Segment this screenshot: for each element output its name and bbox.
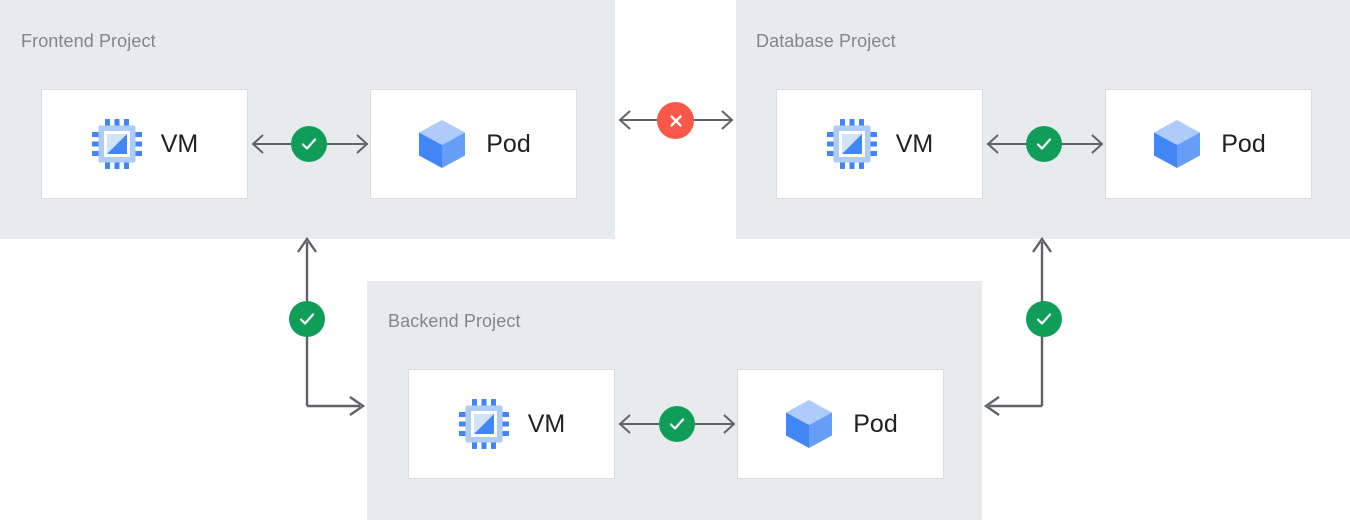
resource-card-frontend-vm[interactable]: VM bbox=[41, 89, 248, 199]
project-title-database: Database Project bbox=[756, 31, 896, 51]
resource-label-frontend-vm: VM bbox=[160, 129, 199, 158]
project-title-frontend: Frontend Project bbox=[21, 31, 156, 51]
status-badge-database-to-backend[interactable] bbox=[1026, 301, 1062, 337]
resource-label-database-vm: VM bbox=[895, 129, 934, 158]
resource-label-backend-pod: Pod bbox=[853, 409, 898, 438]
vm-chip-icon bbox=[826, 118, 878, 170]
pod-cube-icon bbox=[416, 118, 468, 170]
check-icon bbox=[299, 313, 315, 325]
vm-chip-icon bbox=[91, 118, 143, 170]
resource-card-database-vm[interactable]: VM bbox=[776, 89, 983, 199]
resource-card-database-pod[interactable]: Pod bbox=[1105, 89, 1312, 199]
resource-label-frontend-pod: Pod bbox=[486, 129, 531, 158]
resource-label-database-pod: Pod bbox=[1221, 129, 1266, 158]
status-badge-frontend-to-backend[interactable] bbox=[289, 301, 325, 337]
close-icon bbox=[669, 114, 682, 127]
pod-cube-icon bbox=[783, 398, 835, 450]
check-icon bbox=[1036, 313, 1052, 325]
pod-cube-icon bbox=[1151, 118, 1203, 170]
resource-card-frontend-pod[interactable]: Pod bbox=[370, 89, 577, 199]
project-title-backend: Backend Project bbox=[388, 311, 521, 331]
status-badge-backend-internal[interactable] bbox=[659, 406, 695, 442]
check-icon bbox=[669, 418, 685, 430]
vm-chip-icon bbox=[458, 398, 510, 450]
status-badge-frontend-internal[interactable] bbox=[291, 126, 327, 162]
resource-card-backend-vm[interactable]: VM bbox=[408, 369, 615, 479]
check-icon bbox=[1036, 138, 1052, 150]
check-icon bbox=[301, 138, 317, 150]
resource-card-backend-pod[interactable]: Pod bbox=[737, 369, 944, 479]
status-badge-database-internal[interactable] bbox=[1026, 126, 1062, 162]
resource-label-backend-vm: VM bbox=[527, 409, 566, 438]
status-badge-frontend-to-database[interactable] bbox=[657, 102, 694, 139]
